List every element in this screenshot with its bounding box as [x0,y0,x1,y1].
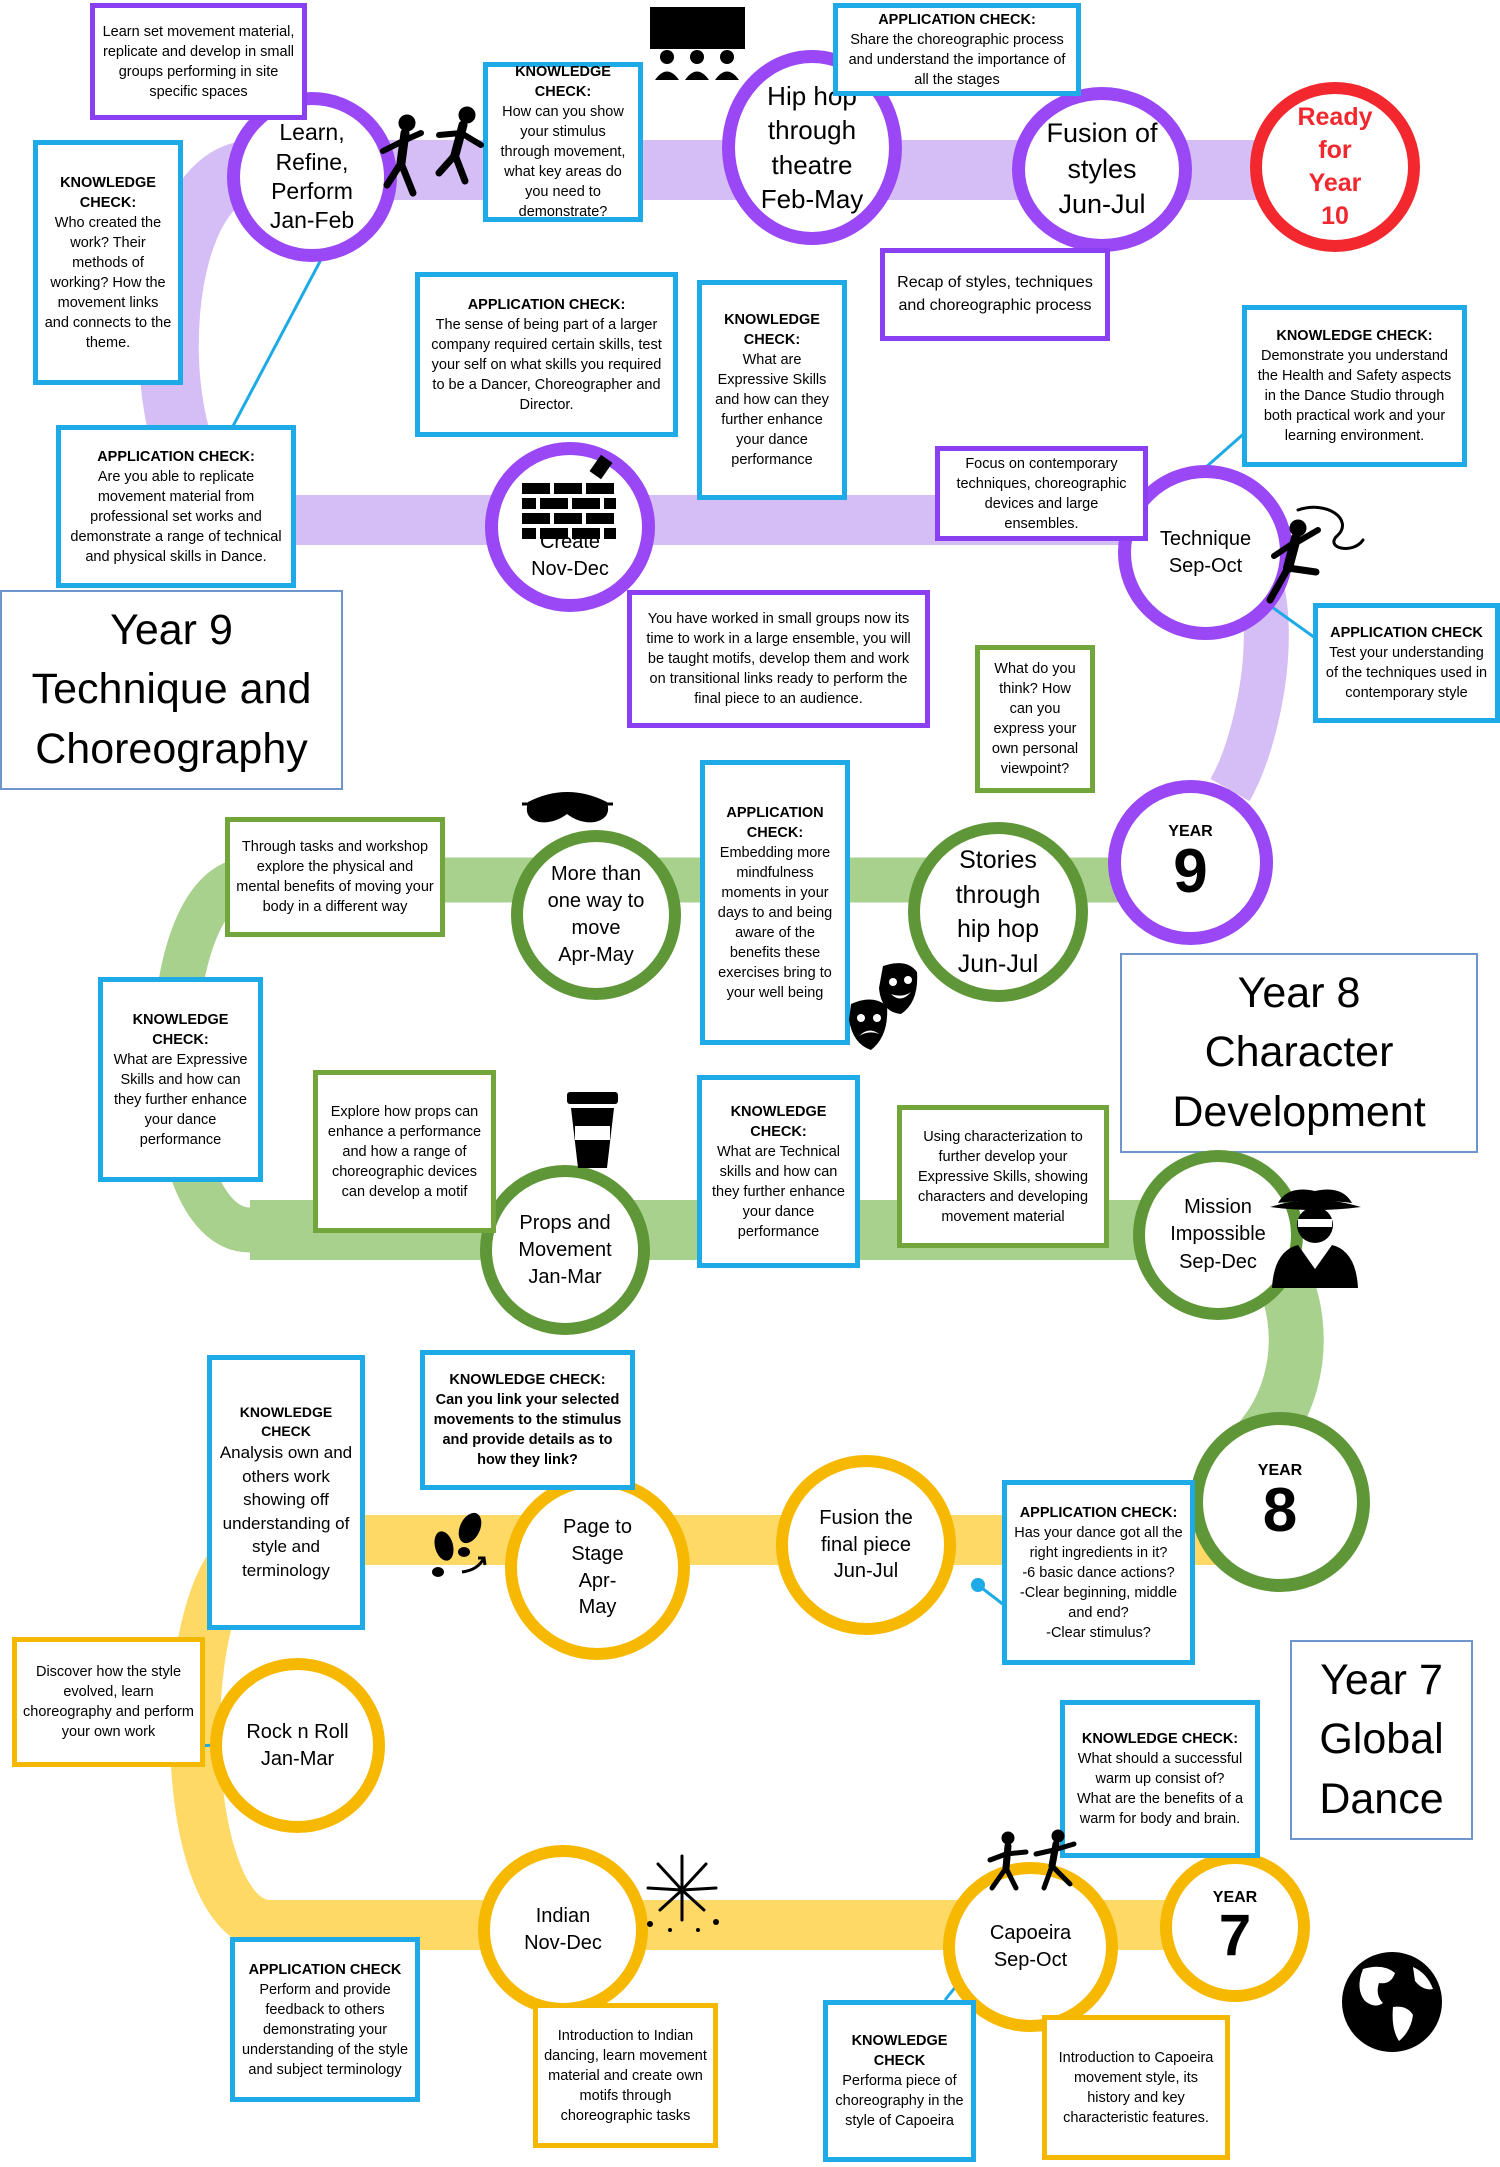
box-intro-capoeira: Introduction to Capoeira movement style,… [1042,2015,1230,2160]
year9-badge: YEAR 9 [1108,780,1273,945]
box-text: Analysis own and others work showing off… [219,1443,353,1580]
year7-badge: YEAR 7 [1160,1852,1310,2002]
coffee-cup-icon [567,1092,618,1168]
box-kc-warmup: KNOWLEDGE CHECK: What should a successful… [1060,1700,1260,1858]
box-title: APPLICATION CHECK: [97,448,255,465]
box-kc-health: KNOWLEDGE CHECK: Demonstrate you understa… [1242,305,1467,467]
node-more-than-one-way: More than one way to move Apr-May [511,830,681,1000]
box-kc-technical: KNOWLEDGE CHECK:What are Technical skill… [697,1075,860,1268]
box-through-tasks: Through tasks and workshop explore the p… [225,817,445,937]
box-text: What are Technical skills and how can th… [711,1143,845,1240]
node-ready-year10: Ready for Year 10 [1250,82,1420,252]
year9-title: Year 9 Technique and Choreography [0,590,343,790]
box-kc-stimulus: KNOWLEDGE CHECK: How can you show your st… [483,62,643,222]
box-text: Test your understanding of the technique… [1325,645,1488,701]
box-text: Has your dance got all the right ingredi… [1014,1524,1183,1641]
box-ac-mindfulness: APPLICATION CHECK:Embedding more mindful… [700,760,850,1045]
box-title: KNOWLEDGE CHECK: [132,1011,229,1048]
theatre-masks-icon [849,963,918,1050]
dancer-ribbon-icon [1266,505,1365,604]
node-indian: Indian Nov-Dec [478,1845,648,2015]
box-title: APPLICATION CHECK [1330,625,1483,641]
year9-badge-number: 9 [1173,836,1208,906]
box-kc-link: KNOWLEDGE CHECK: Can you link your select… [420,1350,635,1490]
year8-badge-number: 8 [1262,1476,1298,1545]
box-title: KNOWLEDGE CHECK: [449,1372,606,1388]
box-text: Perform and provide feedback to others d… [241,1981,409,2078]
box-kc-expressive: KNOWLEDGE CHECK: What are Expressive Skil… [697,280,847,500]
node-page-to-stage: Page to Stage Apr- May [505,1475,690,1660]
footprints-icon [432,1512,487,1577]
box-text: What are Expressive Skills and how can t… [715,352,829,468]
box-ac-perform: APPLICATION CHECK Perform and provide fee… [230,1937,420,2102]
box-characterization: Using characterization to further develo… [897,1105,1109,1248]
box-title: KNOWLEDGE CHECK: [1276,328,1433,344]
box-explore-props: Explore how props can enhance a performa… [313,1070,496,1233]
box-title: APPLICATION CHECK: [467,296,626,313]
box-discover-style: Discover how the style evolved, learn ch… [12,1637,205,1767]
box-text: What are Expressive Skills and how can t… [113,1051,248,1148]
box-ac-company: APPLICATION CHECK: The sense of being par… [415,272,678,437]
year7-badge-number: 7 [1218,1903,1252,1968]
year8-badge-label: YEAR [1257,1462,1303,1479]
box-what-think: What do you think? How can you express y… [975,645,1095,793]
box-title: APPLICATION CHECK: [1019,1504,1178,1521]
dancers-icon [380,106,484,197]
year8-title: Year 8 Character Development [1120,953,1478,1153]
box-intro-indian: Introduction to Indian dancing, learn mo… [533,2003,718,2148]
box-ac-share: APPLICATION CHECK: Share the choreographi… [833,3,1081,96]
box-title: KNOWLEDGE CHECK: [724,312,820,348]
node-stories-hiphop: Stories through hip hop Jun-Jul [908,822,1088,1002]
year7-badge-label: YEAR [1212,1889,1258,1906]
box-ac-ingredients: APPLICATION CHECK: Has your dance got all… [1002,1480,1195,1665]
box-kc-y8-expressive: KNOWLEDGE CHECK:What are Expressive Skil… [98,977,263,1182]
box-text: Embedding more mindfulness moments in yo… [717,844,833,1001]
box-text: Performa piece of choreography in the st… [835,2073,964,2129]
box-text: Are you able to replicate movement mater… [70,468,282,565]
sleep-mask-icon [522,792,613,823]
box-title: APPLICATION CHECK: [878,11,1036,28]
box-learn-set-movement: Learn set movement material, replicate a… [90,3,307,120]
box-title: KNOWLEDGE CHECK: [60,174,156,211]
box-title: APPLICATION CHECK [248,1961,402,1978]
spy-icon [1270,1189,1361,1288]
connector-dot [971,1578,985,1592]
node-fusion-final: Fusion the final piece Jun-Jul [776,1455,956,1635]
globe-icon [1342,1952,1442,2052]
fireworks-icon [646,1854,719,1932]
box-text: What should a successful warm up consist… [1076,1751,1244,1827]
box-recap: Recap of styles, techniques and choreogr… [880,248,1110,341]
year9-badge-label: YEAR [1168,822,1213,840]
box-title: APPLICATION CHECK: [726,804,824,841]
box-focus-contemporary: Focus on contemporary techniques, choreo… [935,446,1148,541]
node-fusion-styles: Fusion of styles Jun-Jul [1012,87,1192,252]
brick-wall-icon [522,455,616,539]
box-title: KNOWLEDGE CHECK: [515,64,611,100]
box-kc-who-created: KNOWLEDGE CHECK:Who created the work? Th… [33,140,183,385]
box-kc-capoeira: KNOWLEDGE CHECK Performa piece of choreog… [823,2000,976,2162]
box-text: The sense of being part of a larger comp… [431,316,662,413]
box-title: KNOWLEDGE CHECK [851,2033,948,2069]
box-small-groups: You have worked in small groups now its … [627,590,930,728]
box-text: Demonstrate you understand the Health an… [1257,348,1452,444]
year8-badge: YEAR 8 [1190,1412,1370,1592]
capoeira-dancers-icon [987,1829,1077,1891]
box-title: KNOWLEDGE CHECK: [730,1103,827,1140]
box-text: Who created the work? Their methods of w… [44,214,172,351]
node-rock-n-roll: Rock n Roll Jan-Mar [210,1658,385,1833]
box-text: Can you link your selected movements to … [433,1392,622,1468]
box-title: KNOWLEDGE CHECK: [1081,1731,1239,1747]
node-props-movement: Props and Movement Jan-Mar [480,1165,650,1335]
box-title: KNOWLEDGE CHECK [239,1403,333,1440]
year7-title: Year 7 Global Dance [1290,1640,1473,1840]
box-ac-replicate: APPLICATION CHECK: Are you able to replic… [56,425,296,588]
connector-line [230,251,327,429]
audience-icon [650,7,745,80]
box-ac-test: APPLICATION CHECK Test your understanding… [1313,603,1500,723]
box-text: Share the choreographic process and unde… [848,31,1066,88]
box-text: How can you show your stimulus through m… [500,104,626,220]
